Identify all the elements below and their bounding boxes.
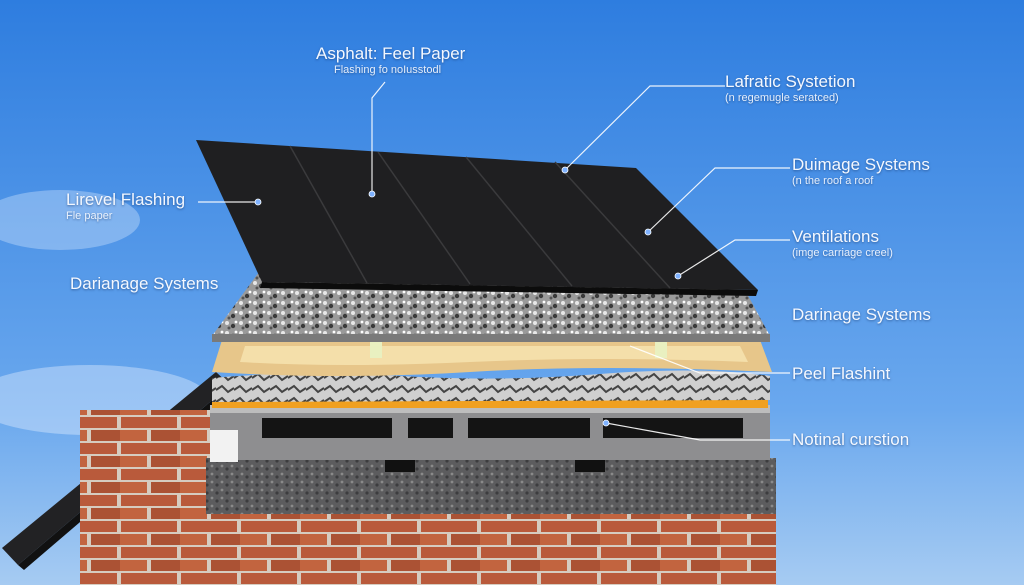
foil-layer: [212, 370, 770, 402]
label-title: Lafratic Systetion: [725, 72, 856, 91]
leader-notional: [605, 422, 790, 441]
label-title: Asphalt: Feel Paper: [316, 44, 466, 63]
label-ventilations: Ventilations (imge carriage creel): [792, 227, 893, 260]
concrete-block: [206, 458, 776, 514]
shingle-seam: [377, 151, 471, 285]
structural-top: [210, 405, 770, 413]
leader-dot: [602, 419, 610, 427]
label-title: Ventilations: [792, 227, 879, 246]
shingle-seam: [289, 145, 368, 284]
label-feel-flashing: Peel Flashint: [792, 364, 890, 384]
label-subtitle: (n regemugle seratced): [725, 92, 839, 104]
leader-dot: [561, 166, 569, 174]
vent-slot: [603, 418, 743, 438]
label-lirevel-flashing: Lirevel Flashing Fle paper: [66, 190, 185, 223]
vent-slot: [408, 418, 453, 438]
label-drainage-systems-left: Darianage Systems: [70, 274, 218, 294]
shingle-seam: [554, 161, 671, 289]
shingle-edge: [260, 282, 758, 296]
batten: [655, 342, 667, 358]
brick-wall-front: [206, 510, 776, 585]
leader-dot: [254, 198, 262, 206]
leader-dot: [368, 190, 376, 198]
leader-asphalt: [371, 81, 386, 194]
label-notional-curstion: Notinal curstion: [792, 430, 909, 450]
leader-lines: [198, 81, 790, 441]
label-title: Darinage Systems: [792, 305, 931, 324]
block-slots: [385, 460, 415, 472]
block-slots: [575, 460, 605, 472]
label-subtitle: Flashing fo noIusstodl: [334, 64, 442, 76]
label-subtitle: (n the roof a roof: [792, 175, 874, 187]
label-title: Peel Flashint: [792, 364, 891, 383]
leader-dot: [674, 272, 682, 280]
leader-ventilations: [677, 239, 790, 277]
leader-lateral: [564, 85, 725, 171]
brick-wall-left: [80, 410, 210, 585]
label-lateral-system: Lafratic Systetion (n regemugle seratced…: [725, 72, 855, 105]
asphalt-shingle-panel: [196, 140, 758, 290]
label-asphalt-feel-paper: Asphalt: Feel Paper Flashing fo noIussto…: [316, 44, 465, 77]
gravel-edge: [212, 334, 770, 342]
label-title: Lirevel Flashing: [66, 190, 186, 209]
leader-feel-flash: [629, 345, 790, 374]
batten: [370, 342, 382, 358]
label-title: Darianage Systems: [70, 274, 219, 293]
leader-dot: [644, 228, 652, 236]
label-drainage-systems-top: Duimage Systems (n the roof a roof: [792, 155, 930, 188]
white-fascia: [210, 430, 238, 462]
vent-slot: [262, 418, 392, 438]
vent-slot: [468, 418, 590, 438]
label-subtitle: Fle paper: [66, 210, 113, 222]
cloud: [0, 190, 140, 250]
shingle-seam: [465, 156, 573, 287]
label-title: Notinal curstion: [792, 430, 910, 449]
orange-flashing-strip: [212, 400, 768, 408]
label-drainage-systems-mid: Darinage Systems: [792, 305, 931, 325]
insulation-inner: [240, 346, 748, 365]
leader-drainage-top: [647, 167, 790, 233]
label-title: Duimage Systems: [792, 155, 930, 174]
label-subtitle: (imge carriage creel): [792, 247, 893, 259]
